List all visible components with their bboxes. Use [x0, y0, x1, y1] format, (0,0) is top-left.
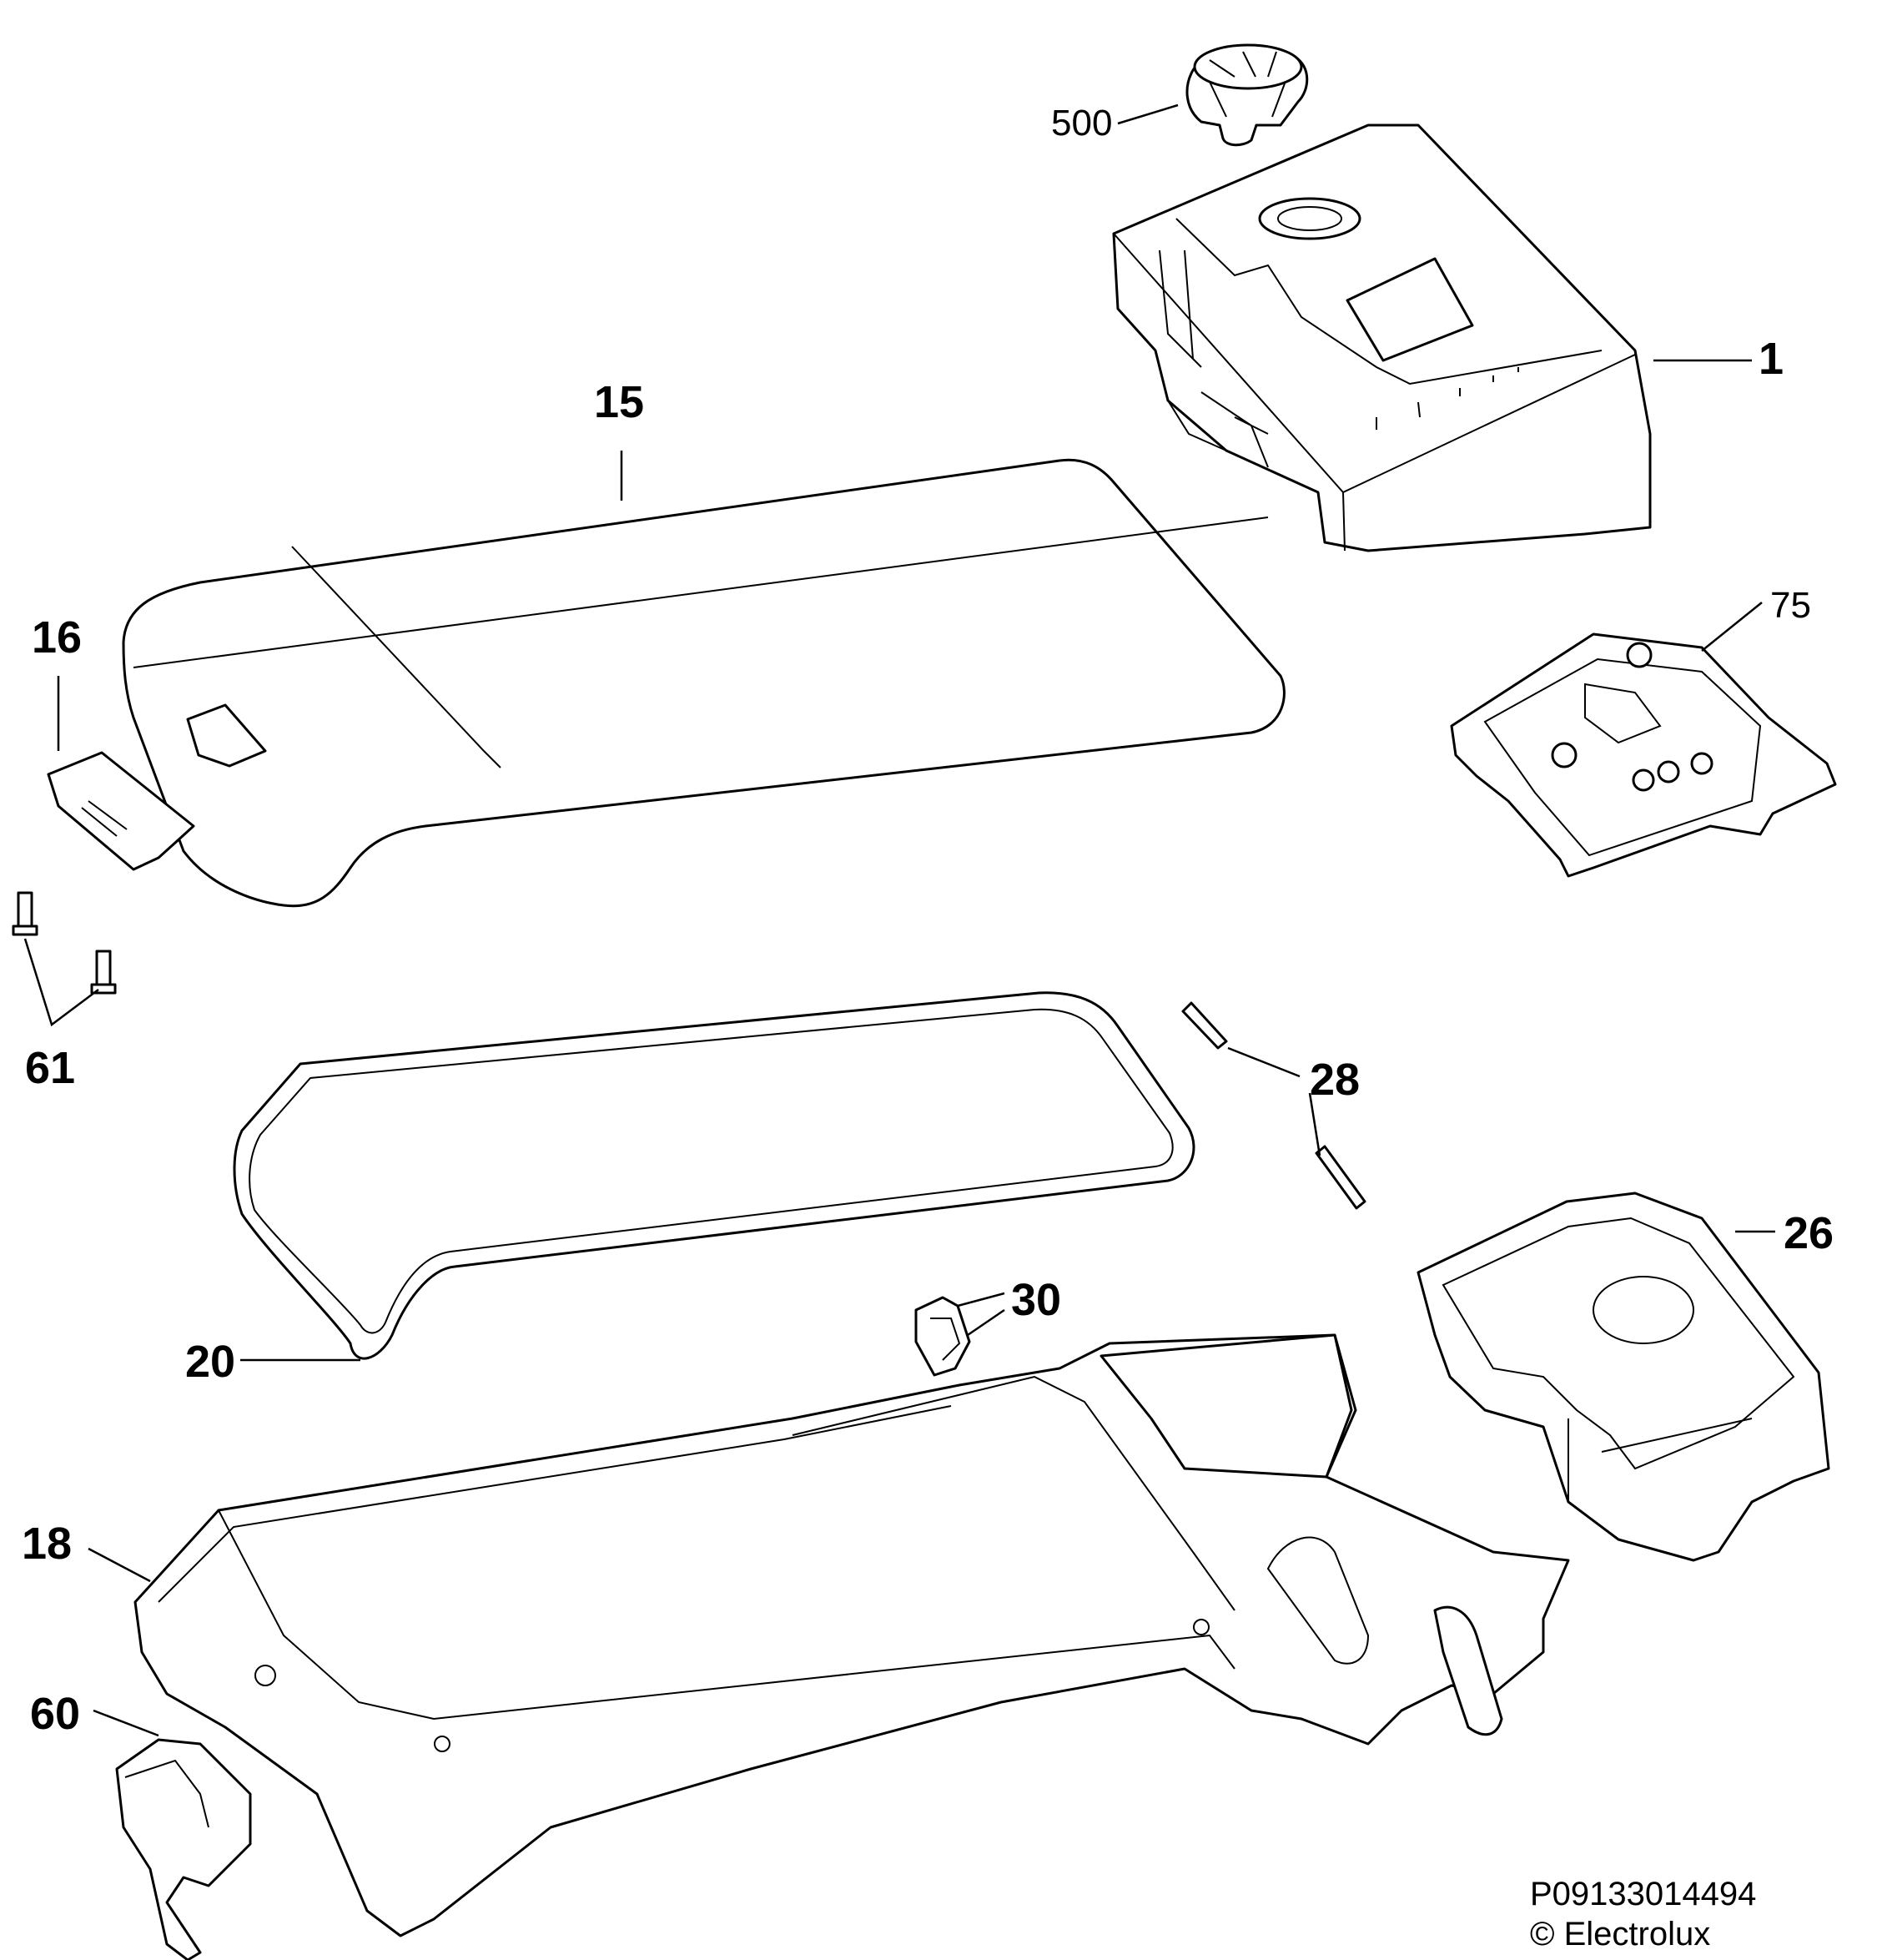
part-15-lid — [122, 458, 1286, 908]
part-60-latch — [115, 1738, 252, 1960]
callout-28: 28 — [1310, 1055, 1360, 1105]
part-18-housing — [133, 1333, 1570, 1937]
callout-1: 1 — [1759, 334, 1784, 384]
copyright-notice: © Electrolux — [1530, 1916, 1711, 1952]
part-500-knob — [1185, 43, 1309, 147]
part-20-gasket — [233, 991, 1195, 1360]
drawing-number: P09133014494 — [1530, 1876, 1757, 1912]
callout-26: 26 — [1784, 1208, 1834, 1258]
part-26-drawer — [1417, 1192, 1830, 1562]
part-1-control-panel — [1112, 123, 1652, 552]
callout-61: 61 — [25, 1043, 75, 1093]
callout-20: 20 — [185, 1337, 235, 1387]
callout-30: 30 — [1011, 1275, 1061, 1325]
part-61-screws — [12, 891, 117, 995]
callout-16: 16 — [32, 612, 82, 663]
callout-500: 500 — [1051, 103, 1112, 144]
part-16-cover — [47, 751, 195, 871]
callout-75: 75 — [1770, 585, 1811, 626]
part-30-clip — [914, 1296, 971, 1377]
callout-60: 60 — [30, 1689, 80, 1739]
callout-15: 15 — [594, 377, 644, 427]
part-75-bracket — [1450, 632, 1837, 878]
callout-18: 18 — [22, 1519, 72, 1569]
part-28-pins — [1181, 1001, 1366, 1210]
